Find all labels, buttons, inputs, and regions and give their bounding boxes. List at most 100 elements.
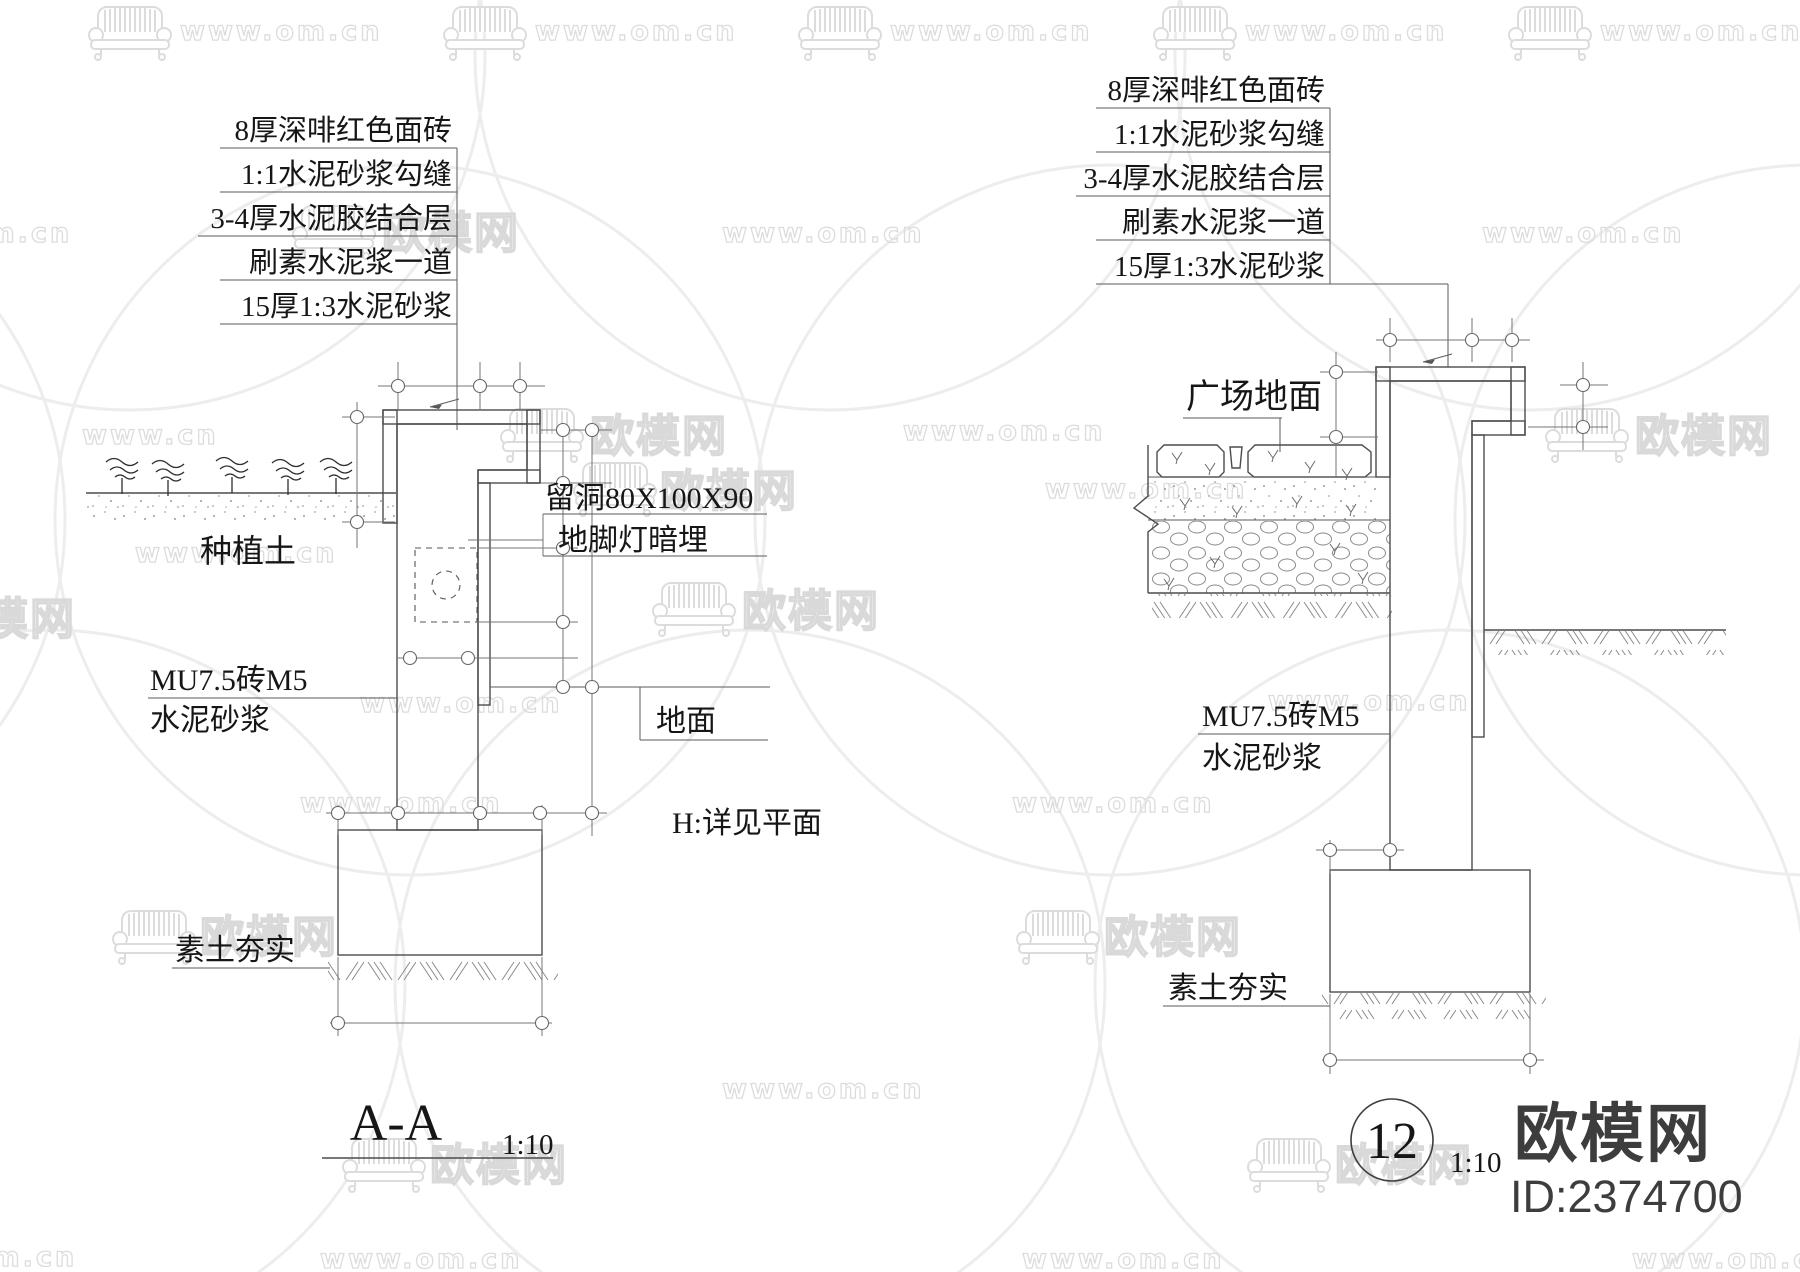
watermark-url: www.om.cn: [903, 416, 1106, 447]
sofa-icon: [500, 408, 584, 463]
planting-soil-label: 种植土: [200, 533, 296, 569]
watermark-brand: 欧模网: [660, 466, 798, 517]
hole-note: 留洞80X100X90: [545, 482, 753, 515]
left-dimensions: [326, 362, 612, 1036]
left-detail: 8厚深啡红色面砖 1:1水泥砂浆勾缝 3-4厚水泥胶结合层 刷素水泥浆一道 15…: [86, 114, 822, 1161]
right-footing-soil: [1322, 993, 1546, 1019]
watermark-url: www.om.cn: [1632, 1244, 1800, 1272]
sofa-icon: [652, 582, 736, 637]
watermark-brand: 欧模网: [200, 912, 338, 963]
plaza-ground-label: 广场地面: [1186, 378, 1322, 416]
watermark-url: www.om.cn: [722, 1074, 925, 1105]
callout-bond-layer: 3-4厚水泥胶结合层: [1083, 162, 1325, 195]
watermark-url: www.om.cn: [1022, 1244, 1225, 1272]
left-title: A-A 1:10: [322, 1095, 554, 1161]
callout-bond-layer: 3-4厚水泥胶结合层: [210, 202, 452, 235]
callout-mortar-bed: 15厚1:3水泥砂浆: [1114, 250, 1325, 283]
watermark-brand: 欧模网: [1104, 912, 1242, 963]
callout-tile: 8厚深啡红色面砖: [1107, 74, 1325, 107]
left-ground: 地面: [490, 686, 770, 741]
watermark-url: www.om.cn: [1482, 218, 1685, 249]
sofa-icon: [1016, 910, 1100, 965]
mortar-label: 水泥砂浆: [1202, 742, 1322, 775]
watermark-brand: 欧模网: [1635, 411, 1773, 462]
watermark-url: www.om.cn: [1245, 16, 1448, 47]
watermark-brand: 欧模网: [382, 208, 520, 259]
watermark-url: www.om.cn: [135, 538, 338, 569]
detail-scale: 1:10: [1450, 1147, 1502, 1179]
watermark-url: www.om.cn: [890, 16, 1093, 47]
watermark-url: www.om.cn: [722, 218, 925, 249]
left-wall-brick: [396, 423, 528, 831]
brick-spec-label: MU7.5砖M5: [150, 664, 308, 697]
right-ground: [1484, 629, 1726, 655]
compacted-soil-label: 素土夯实: [1168, 972, 1288, 1005]
gravel-layer: [1152, 521, 1390, 593]
plaza-paving: [1132, 444, 1392, 618]
section-scale: 1:10: [502, 1129, 554, 1161]
watermark-url: om.cn: [0, 218, 72, 249]
sofa-icon: [1153, 6, 1237, 61]
left-slope-arrow: [429, 398, 460, 409]
left-planting-soil: 种植土: [86, 456, 396, 569]
watermark-texts: www.om.cn www.om.cn www.om.cn www.om.cn …: [0, 6, 1800, 1272]
footlight-note: 地脚灯暗埋: [558, 524, 708, 557]
left-callouts: 8厚深啡红色面砖 1:1水泥砂浆勾缝 3-4厚水泥胶结合层 刷素水泥浆一道 15…: [210, 114, 452, 323]
brick-spec-label: MU7.5砖M5: [1202, 700, 1360, 733]
dimension-ticks: [1322, 332, 1591, 1068]
right-detail: 8厚深啡红色面砖 1:1水泥砂浆勾缝 3-4厚水泥胶结合层 刷素水泥浆一道 15…: [1076, 74, 1726, 1182]
right-slope-arrow: [1422, 353, 1453, 364]
sofa-icon: [88, 6, 172, 61]
break-line: [1132, 445, 1160, 593]
image-id: ID:2374700: [1510, 1171, 1743, 1222]
site-logo: 欧模网: [1514, 1098, 1712, 1170]
sofa-icon: [1508, 6, 1592, 61]
dimension-ticks: [330, 378, 600, 1031]
watermark-url: www.om.cn: [1012, 788, 1215, 819]
right-labels: MU7.5砖M5 水泥砂浆 素土夯实: [1163, 700, 1390, 1007]
callout-joint: 1:1水泥砂浆勾缝: [241, 158, 452, 191]
watermark-brand: 欧模网: [590, 411, 728, 462]
callout-tile: 8厚深啡红色面砖: [234, 114, 452, 147]
right-footing: [1329, 869, 1531, 993]
sofa-icon: [798, 6, 882, 61]
right-title: 12 1:10: [1350, 1098, 1502, 1182]
watermark-url: www.om.cn: [320, 1244, 523, 1272]
plaza-label: 广场地面: [1183, 378, 1322, 452]
watermark-url: om.cn: [0, 1242, 77, 1272]
callout-joint: 1:1水泥砂浆勾缝: [1114, 118, 1325, 151]
compacted-soil-label: 素土夯实: [175, 934, 295, 967]
watermark-url: www.cn: [82, 420, 219, 451]
left-footing-soil: [328, 956, 558, 982]
callout-slurry: 刷素水泥浆一道: [1122, 206, 1325, 239]
callout-mortar-bed: 15厚1:3水泥砂浆: [241, 290, 452, 323]
watermark-url: www.om.cn: [360, 688, 563, 719]
watermark-brand: 欧模网: [1335, 1140, 1473, 1191]
watermark-brand: 欧模网: [742, 586, 880, 637]
branding: 欧模网 ID:2374700: [1510, 1098, 1743, 1222]
watermark-url: www.om.cn: [180, 16, 383, 47]
callout-slurry: 刷素水泥浆一道: [249, 246, 452, 279]
left-labels: 留洞80X100X90 地脚灯暗埋 MU7.5砖M5 水泥砂浆 H:详见平面 素…: [148, 482, 822, 969]
ground-label: 地面: [656, 705, 716, 738]
left-footing: [337, 829, 543, 956]
mortar-label: 水泥砂浆: [150, 704, 270, 737]
section-title: A-A: [350, 1095, 443, 1152]
sofa-icon: [1545, 408, 1629, 463]
height-note: H:详见平面: [672, 807, 822, 840]
watermark-url: www.om.cn: [1600, 16, 1800, 47]
left-footlight-recess: [414, 547, 478, 623]
right-dimensions: [1316, 318, 1608, 1074]
watermark-brand: 欧模网: [430, 1140, 568, 1191]
watermark-url: www.om.cn: [535, 16, 738, 47]
right-callout-leaders: [1076, 107, 1449, 367]
watermark-url: www.om.cn: [1268, 686, 1471, 717]
sofa-icon: [1247, 1138, 1331, 1193]
watermark-brand: 欧模网: [0, 594, 76, 645]
left-callout-leaders: [198, 147, 458, 430]
detail-number: 12: [1366, 1113, 1418, 1170]
